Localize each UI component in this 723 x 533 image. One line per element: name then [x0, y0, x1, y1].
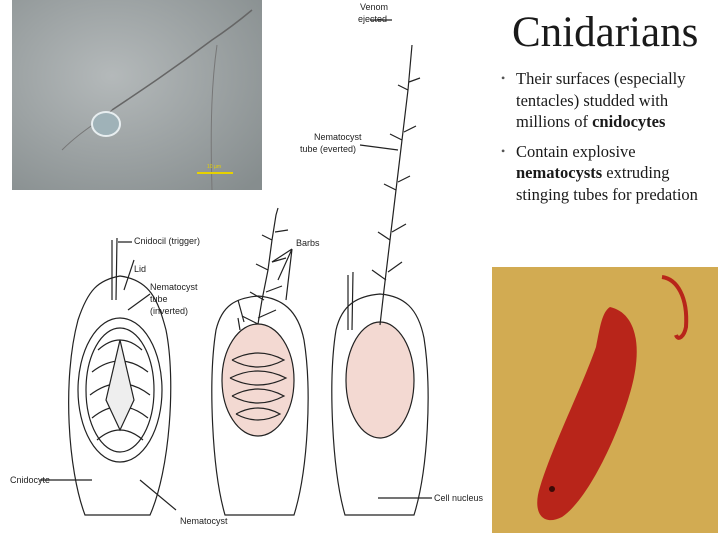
bullet-1-bold: cnidocytes: [592, 112, 665, 131]
nematocyst-label: Nematocyst: [180, 516, 228, 526]
cnidocyte-label: Cnidocyte: [10, 475, 50, 485]
bullet-dot: •: [501, 141, 505, 163]
cnidocil-label: Cnidocil (trigger): [134, 236, 200, 246]
slide-title: Cnidarians: [512, 8, 698, 57]
tube-inverted-label-3: (inverted): [150, 306, 188, 316]
venom-label: Venom: [360, 2, 388, 12]
scale-bar-label: 10 µm: [207, 164, 221, 170]
stained-nematocyst-photo: [492, 267, 718, 533]
bullet-list: • Their surfaces (especially tentacles) …: [500, 68, 720, 213]
bullet-dot: •: [501, 68, 505, 90]
barbs-label: Barbs: [296, 238, 320, 248]
bullet-item-2: • Contain explosive nematocysts extrudin…: [500, 141, 720, 206]
tube-everted-label-1: Nematocyst: [314, 132, 362, 142]
tube-inverted-label-2: tube: [150, 294, 168, 304]
cell-nucleus-label: Cell nucleus: [434, 493, 484, 503]
bullet-item-1: • Their surfaces (especially tentacles) …: [500, 68, 720, 133]
tube-everted-label-2: tube (everted): [300, 144, 356, 154]
nematocyst-capsule-middle: [222, 324, 294, 436]
tube-inverted-label-1: Nematocyst: [150, 282, 198, 292]
bullet-2-bold: nematocysts: [516, 163, 602, 182]
bullet-2-text: Contain explosive: [516, 142, 636, 161]
lid-label: Lid: [134, 264, 146, 274]
micrograph-photo: 10 µm: [12, 0, 262, 190]
nematocyst-capsule-right: [346, 322, 414, 438]
ejected-label: ejected: [358, 14, 387, 24]
